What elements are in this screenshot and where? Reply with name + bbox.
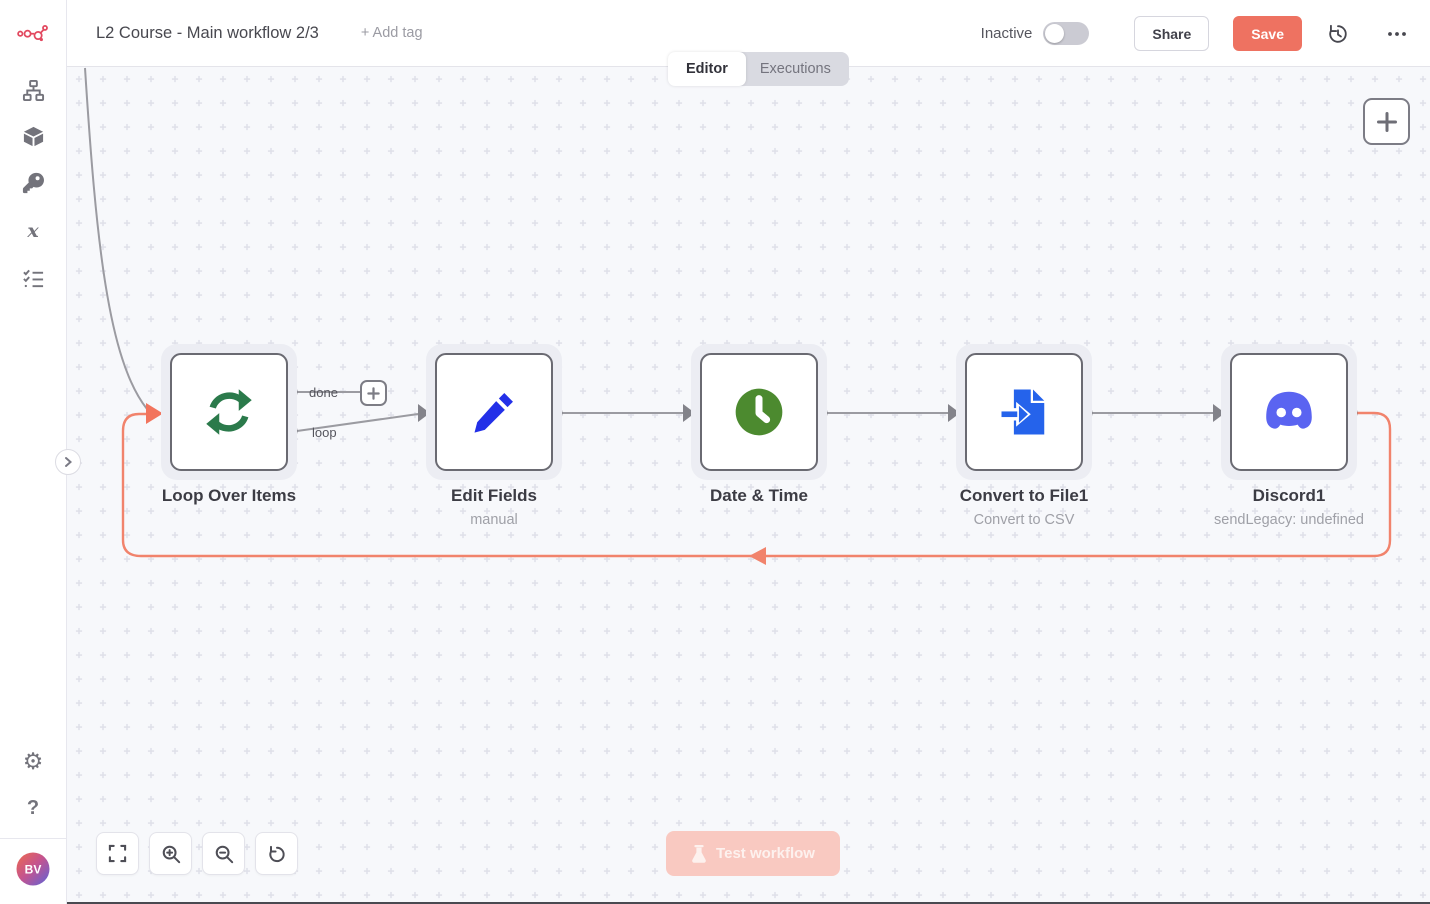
- toggle-knob: [1045, 24, 1065, 43]
- node-loop-over-items[interactable]: Loop Over Items: [161, 344, 297, 505]
- connection-loop-to-edit-fields[interactable]: [296, 413, 419, 432]
- reset-zoom-button[interactable]: [255, 832, 298, 875]
- workflow-title[interactable]: L2 Course - Main workflow 2/3: [96, 23, 319, 42]
- active-toggle[interactable]: [1043, 22, 1090, 45]
- loopback-arrow-icon: [749, 547, 766, 565]
- node-name: Edit Fields: [451, 486, 537, 505]
- zoom-in-button[interactable]: [149, 832, 192, 875]
- workflow-canvas[interactable]: done loop Loop Over Items: [67, 67, 1430, 904]
- avatar[interactable]: BV: [16, 852, 50, 886]
- executions-list-icon[interactable]: [17, 262, 49, 294]
- node-box-convert-to-file[interactable]: [965, 353, 1083, 471]
- test-workflow-button[interactable]: Test workflow: [666, 831, 840, 876]
- discord-icon: [1266, 391, 1312, 429]
- share-button[interactable]: Share: [1134, 16, 1210, 51]
- tab-executions[interactable]: Executions: [759, 61, 831, 77]
- clock-icon: [735, 388, 783, 436]
- output-label-loop: loop: [312, 425, 337, 440]
- add-node-on-done-button[interactable]: [360, 380, 387, 406]
- variables-icon[interactable]: x: [27, 220, 39, 242]
- window-bottom-edge: [67, 902, 1430, 904]
- settings-gear-icon[interactable]: ⚙: [22, 747, 44, 774]
- flask-icon: [692, 844, 706, 863]
- sidebar-collapse-button[interactable]: [55, 449, 81, 475]
- node-name: Loop Over Items: [161, 486, 297, 505]
- help-icon[interactable]: ?: [26, 796, 40, 819]
- workflows-icon[interactable]: [17, 74, 49, 106]
- output-label-done: done: [309, 385, 338, 400]
- node-convert-to-file[interactable]: Convert to File1 Convert to CSV: [956, 344, 1092, 528]
- node-box-date-time[interactable]: [700, 353, 818, 471]
- loop-icon: [206, 389, 252, 435]
- tab-editor[interactable]: Editor: [668, 52, 746, 86]
- node-subtitle: manual: [470, 512, 518, 528]
- canvas-grid: [67, 67, 1430, 904]
- node-date-time[interactable]: Date & Time: [691, 344, 827, 505]
- add-tag-button[interactable]: + Add tag: [360, 25, 423, 41]
- node-name: Date & Time: [710, 486, 808, 505]
- workflow-history-icon[interactable]: [1325, 21, 1351, 47]
- zoom-out-button[interactable]: [202, 832, 245, 875]
- node-subtitle: sendLegacy: undefined: [1214, 512, 1364, 528]
- test-workflow-label: Test workflow: [716, 845, 815, 862]
- node-box-discord[interactable]: [1230, 353, 1348, 471]
- edit-pencil-icon: [474, 393, 513, 433]
- editor-executions-tabs: Editor Executions: [668, 52, 849, 86]
- node-discord[interactable]: Discord1 sendLegacy: undefined: [1214, 344, 1364, 528]
- sidebar-divider: [0, 838, 67, 839]
- node-edit-fields[interactable]: Edit Fields manual: [426, 344, 562, 528]
- node-subtitle: Convert to CSV: [973, 512, 1075, 528]
- sidebar: x ⚙ ? BV: [0, 0, 67, 904]
- zoom-toolbar: [96, 832, 298, 875]
- node-name: Discord1: [1252, 486, 1326, 505]
- zoom-to-fit-button[interactable]: [96, 832, 139, 875]
- templates-icon[interactable]: [17, 120, 49, 152]
- node-box-loop-over-items[interactable]: [170, 353, 288, 471]
- add-node-button[interactable]: [1363, 98, 1410, 145]
- file-import-icon: [1001, 389, 1045, 435]
- active-status-label: Inactive: [980, 25, 1033, 42]
- node-name: Convert to File1: [959, 486, 1089, 505]
- node-box-edit-fields[interactable]: [435, 353, 553, 471]
- credentials-key-icon[interactable]: [17, 167, 49, 199]
- connections-layer: [67, 67, 1430, 904]
- connection-trigger-to-loop[interactable]: [84, 67, 148, 410]
- n8n-logo-icon[interactable]: [17, 17, 49, 49]
- save-button[interactable]: Save: [1233, 16, 1302, 51]
- more-options-icon[interactable]: [1384, 21, 1410, 47]
